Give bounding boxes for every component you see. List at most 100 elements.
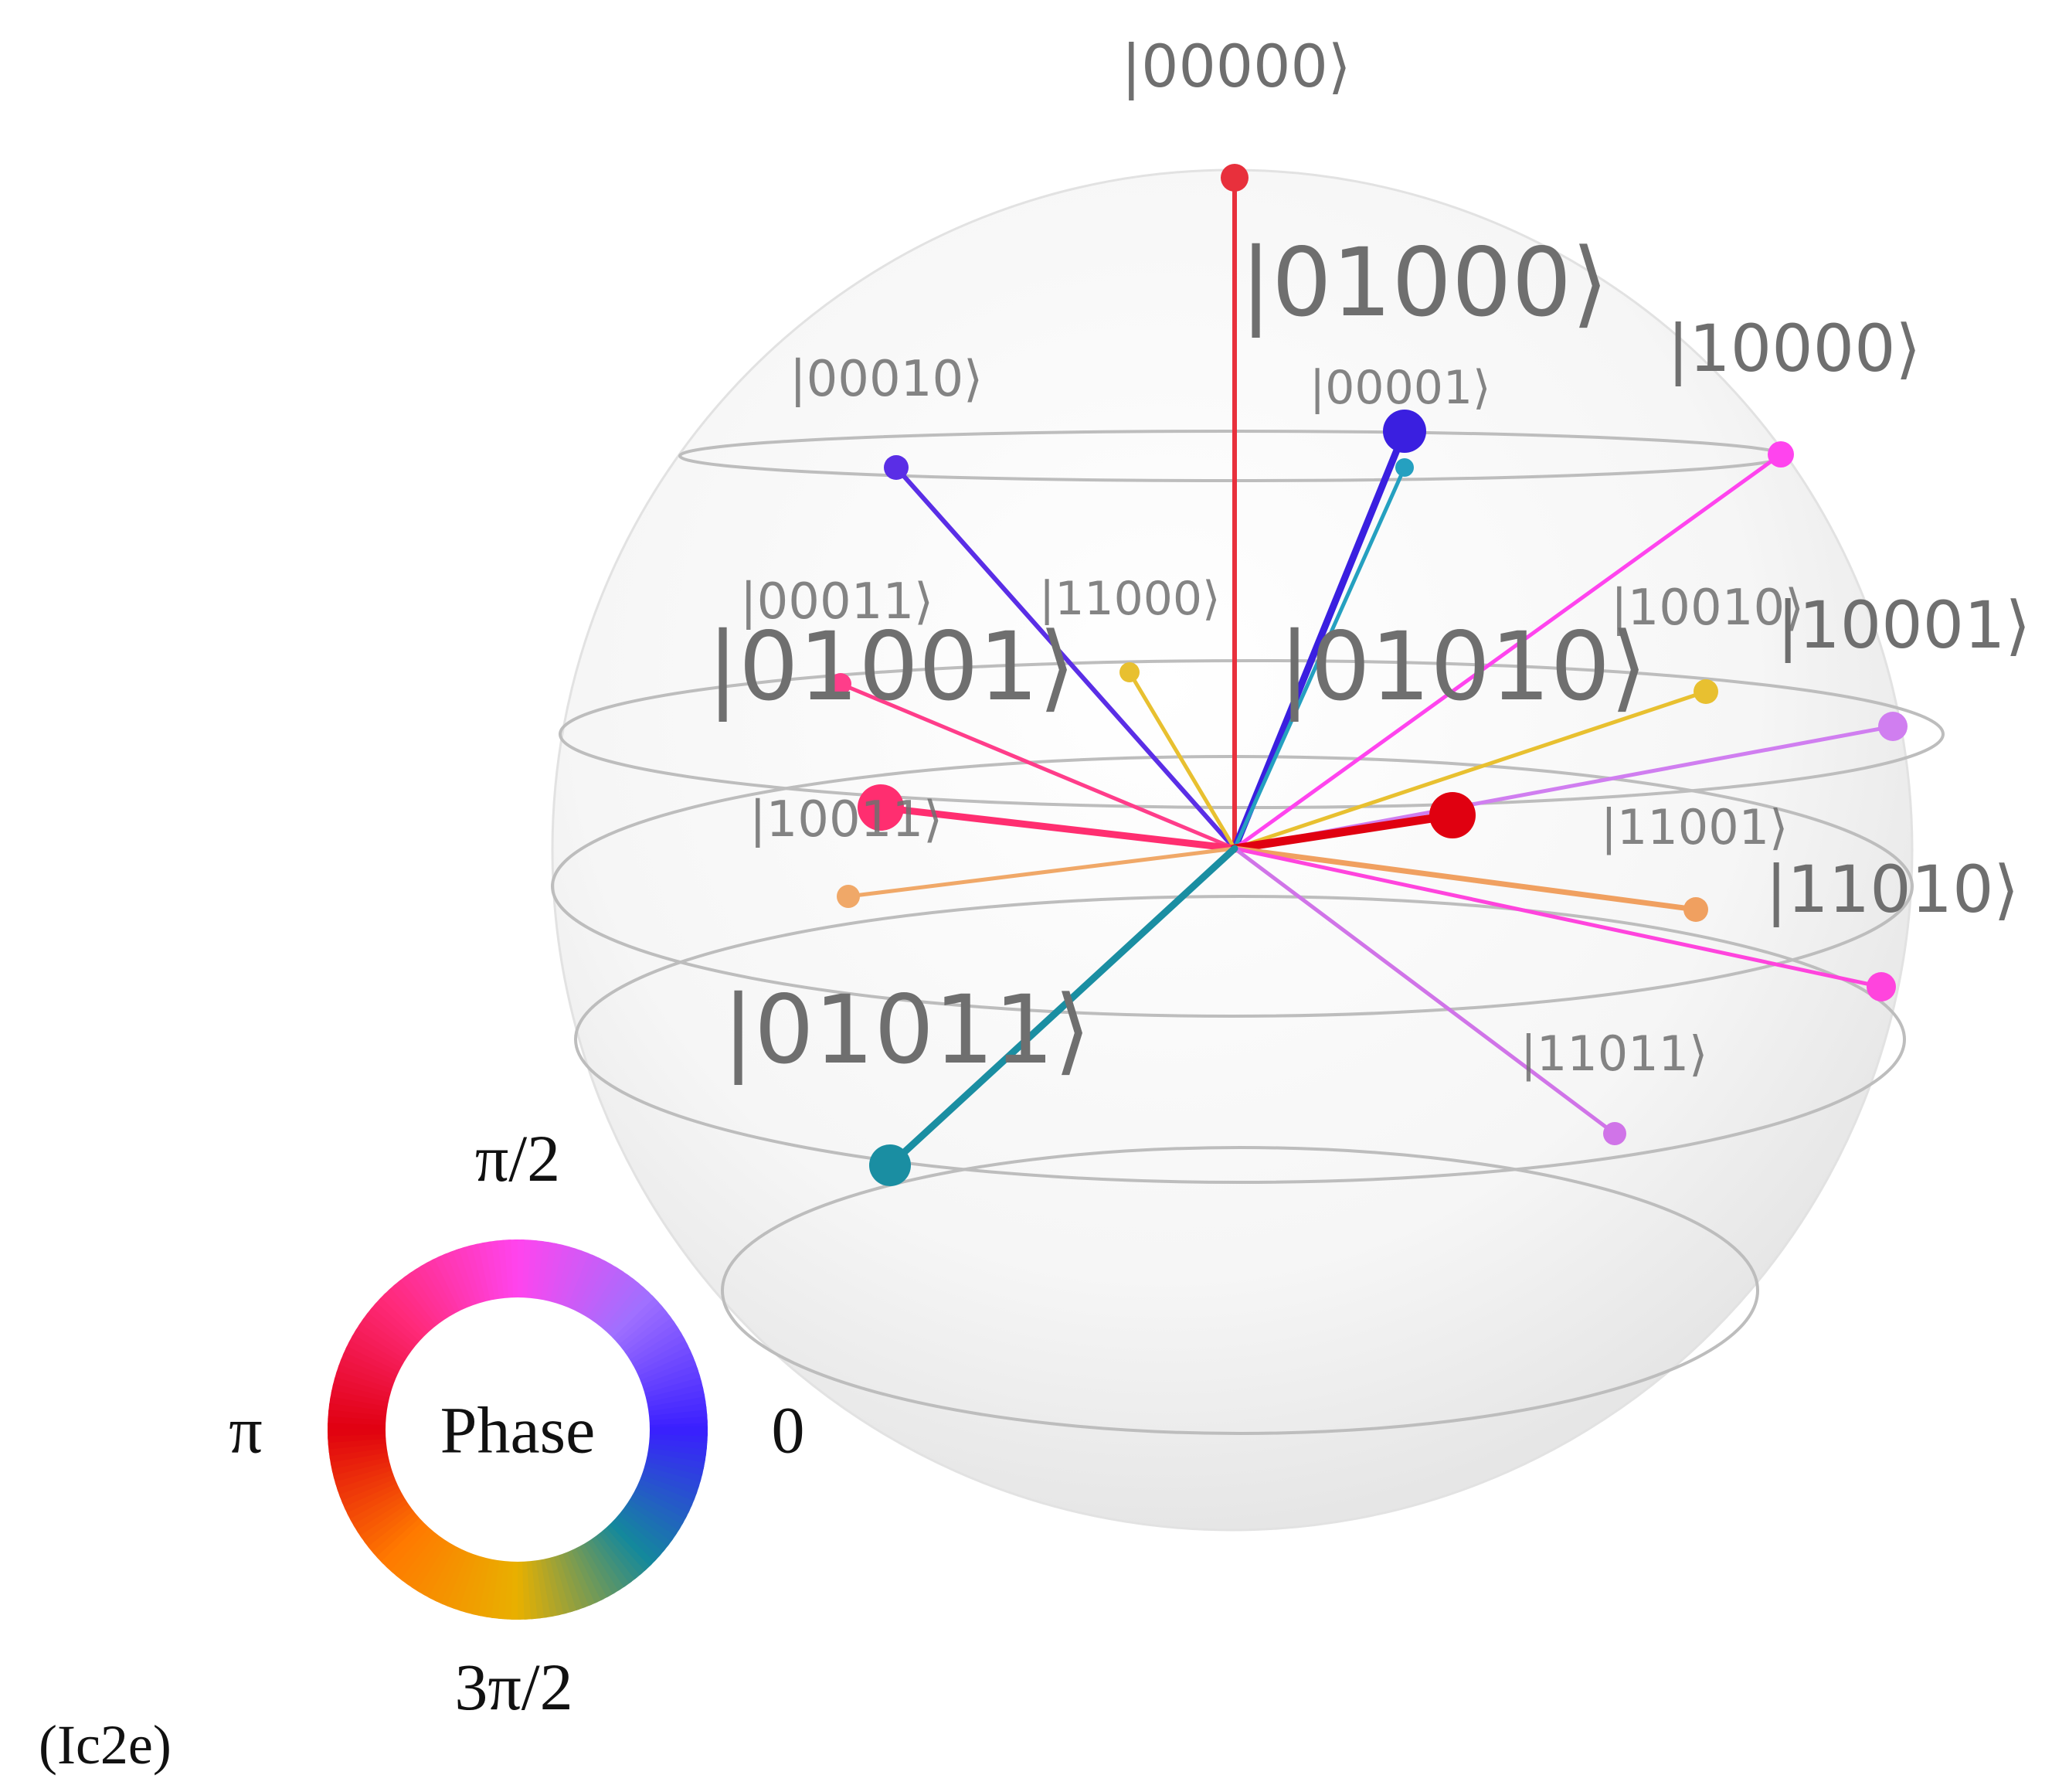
phase-wheel-segment — [518, 1244, 570, 1430]
phase-wheel-segment — [374, 1297, 518, 1430]
vector-01011 — [886, 845, 1238, 1169]
phase-wheel-segment — [518, 1260, 613, 1430]
ket-label-10011: |10011⟩ — [749, 791, 943, 848]
phase-wheel-segment — [358, 1318, 518, 1430]
phase-wheel-segment — [369, 1302, 518, 1430]
phase-wheel-segment — [379, 1293, 518, 1430]
phase-wheel-segment — [518, 1430, 702, 1489]
phase-wheel-segment — [498, 1430, 518, 1620]
phase-wheel-segment — [376, 1430, 518, 1564]
phase-wheel-segment — [518, 1426, 708, 1437]
phase-label-right: 0 — [772, 1393, 805, 1467]
phase-wheel-segment — [465, 1430, 518, 1615]
phase-wheel-segment — [446, 1430, 518, 1610]
phase-wheel-segment — [518, 1430, 643, 1579]
phase-wheel-segment — [518, 1254, 601, 1430]
phase-wheel-segment — [518, 1242, 558, 1430]
phase-wheel-segment — [518, 1430, 666, 1557]
phase-wheel-segment — [452, 1430, 518, 1612]
phase-wheel-segment — [331, 1383, 518, 1430]
phase-wheel-segment — [518, 1267, 624, 1430]
vector-dot-10000 — [1768, 441, 1794, 468]
vector-dot-10010 — [1694, 679, 1718, 704]
phase-wheel-segment — [518, 1257, 607, 1430]
phase-label-top: π/2 — [475, 1121, 560, 1195]
vector-dot-01011 — [869, 1144, 911, 1186]
phase-wheel-segment — [518, 1430, 690, 1519]
phase-wheel-segment — [398, 1275, 518, 1430]
latitude-ring-4 — [574, 895, 1906, 1184]
vector-11011 — [1232, 846, 1617, 1136]
phase-wheel-segment — [518, 1304, 668, 1430]
phase-wheel-segment — [518, 1430, 708, 1450]
vector-11010 — [1232, 846, 1884, 989]
vector-dot-00001 — [1395, 458, 1414, 477]
latitude-ring-5 — [721, 1146, 1759, 1435]
phase-wheel-segment — [363, 1430, 518, 1549]
phase-wheel-segment — [360, 1430, 518, 1545]
phase-wheel-segment — [518, 1430, 652, 1571]
phase-wheel-segment — [518, 1430, 700, 1495]
phase-wheel-segment — [518, 1270, 630, 1430]
vector-00011 — [838, 682, 1237, 851]
ket-label-00000: |00000⟩ — [1121, 32, 1350, 101]
vector-11000 — [1127, 670, 1237, 851]
phase-color-wheel — [328, 1239, 708, 1620]
phase-wheel-segment — [403, 1272, 518, 1430]
phase-wheel-segment — [400, 1430, 518, 1586]
phase-wheel-segment — [518, 1430, 695, 1508]
phase-wheel-segment — [434, 1430, 518, 1605]
vector-dot-00010 — [884, 455, 909, 480]
phase-wheel-segment — [518, 1263, 619, 1430]
phase-wheel-segment — [518, 1430, 688, 1525]
vector-10011 — [846, 846, 1237, 899]
phase-wheel-segment — [518, 1295, 659, 1430]
phase-label-bottom: 3π/2 — [454, 1650, 572, 1724]
phase-wheel-segment — [491, 1430, 518, 1620]
vector-00001 — [1232, 465, 1407, 851]
vector-01001 — [877, 804, 1238, 852]
phase-wheel-segment — [365, 1307, 518, 1430]
vector-10000 — [1232, 452, 1783, 851]
phase-wheel-segment — [518, 1430, 685, 1531]
vector-00010 — [894, 465, 1237, 851]
phase-wheel-segment — [471, 1430, 518, 1617]
ket-label-01010: |01010⟩ — [1279, 612, 1647, 722]
vector-dot-11011 — [1603, 1122, 1626, 1145]
ket-label-11000: |11000⟩ — [1039, 572, 1221, 626]
state-vectors — [830, 164, 1908, 1186]
phase-wheel-segment — [340, 1352, 518, 1430]
phase-wheel-segment — [332, 1377, 518, 1430]
phase-wheel-segment — [440, 1430, 518, 1607]
vector-dot-11010 — [1867, 972, 1896, 1001]
phase-wheel-segment — [395, 1430, 518, 1582]
phase-wheel-segment — [518, 1430, 693, 1513]
vector-11001 — [1232, 845, 1699, 913]
phase-wheel-segment — [518, 1277, 640, 1430]
vector-dot-10011 — [837, 885, 860, 908]
ket-label-01000: |01000⟩ — [1240, 228, 1609, 338]
phase-wheel-segment — [411, 1430, 518, 1593]
ket-label-11010: |11010⟩ — [1765, 852, 2019, 927]
phase-wheel-segment — [383, 1288, 518, 1430]
phase-wheel-segment — [518, 1430, 633, 1587]
phase-wheel-segment — [518, 1281, 645, 1430]
phase-wheel-segment — [335, 1364, 518, 1430]
phase-wheel-segment — [518, 1300, 664, 1430]
phase-wheel-segment — [518, 1430, 661, 1562]
phase-wheel-segment — [372, 1430, 518, 1559]
phase-wheel-segment — [518, 1239, 538, 1430]
phase-label: Phase — [440, 1393, 596, 1467]
phase-wheel-segment — [330, 1389, 518, 1430]
phase-wheel-segment — [518, 1314, 675, 1430]
phase-wheel-segment — [518, 1250, 589, 1430]
phase-wheel-segment — [458, 1430, 518, 1613]
phase-wheel-segment — [518, 1290, 654, 1430]
phase-wheel-segment — [381, 1430, 518, 1569]
phase-wheel-segment — [328, 1396, 518, 1430]
vector-01010 — [1230, 811, 1457, 853]
phase-wheel-segment — [518, 1246, 577, 1430]
phase-wheel-segment — [351, 1328, 518, 1430]
ket-label-11011: |11011⟩ — [1520, 1025, 1707, 1083]
